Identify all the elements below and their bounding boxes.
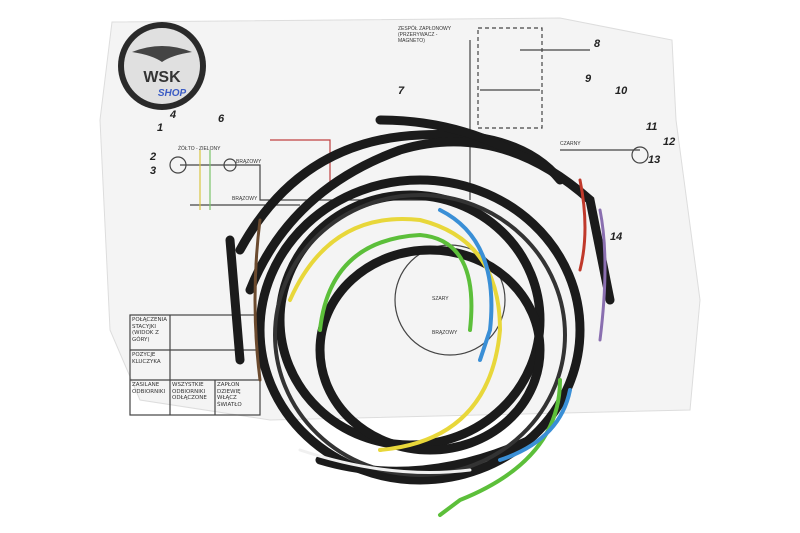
ignition-label-line-2: (PRZERYWACZ -	[398, 32, 438, 38]
diagram-text: ZESPÓŁ ZAPŁONOWY (PRZERYWACZ - MAGNETO) …	[149, 25, 675, 336]
wire-label: ŻÓŁTO - ZIELONY	[178, 145, 221, 152]
callout-number: 8	[594, 38, 601, 50]
callout-number: 11	[646, 121, 657, 133]
ignition-switch-table: POŁĄCZENIA STACYJKI (WIDOK Z GÓRY) POZYC…	[132, 317, 242, 408]
callout-number: 2	[149, 151, 156, 163]
logo-brand: WSK	[143, 69, 181, 86]
callout-number: 13	[648, 154, 660, 166]
logo-sub: SHOP	[158, 88, 187, 99]
ignition-label-line-3: MAGNETO)	[398, 38, 425, 44]
callout-number: 7	[398, 85, 405, 97]
table-cell: WSZYSTKIE ODBIORNIKI ODŁĄCZONE	[172, 382, 207, 402]
callout-number: 12	[663, 136, 675, 148]
wire-label: CZARNY	[560, 141, 581, 147]
wire-label: BRĄZOWY	[232, 196, 258, 202]
table-cell: ZAPŁON DZIEWIĘ WŁĄCZ ŚWIATŁO	[217, 382, 242, 408]
wire-label: BRĄZOWY	[432, 330, 458, 336]
table-row-label: ZASILANE ODBIORNIKI	[132, 382, 166, 395]
callout-number: 6	[218, 113, 225, 125]
callout-number: 10	[615, 85, 628, 97]
wsk-shop-logo: WSK SHOP	[118, 22, 206, 110]
diagram-lines	[129, 27, 649, 416]
table-row-label: POZYCJE KLUCZYKA	[132, 352, 161, 365]
wire-label: BRĄZOWY	[236, 159, 262, 165]
callout-number: 9	[585, 73, 592, 85]
ignition-label-line-1: ZESPÓŁ ZAPŁONOWY	[398, 25, 452, 32]
wire-label: SZARY	[432, 296, 449, 302]
callout-number: 4	[169, 109, 176, 121]
callout-number: 14	[610, 231, 622, 243]
callout-number: 3	[150, 165, 156, 177]
callout-number: 1	[157, 122, 163, 134]
wire-harness	[225, 115, 615, 517]
table-row-label: POŁĄCZENIA STACYJKI (WIDOK Z GÓRY)	[132, 317, 167, 343]
